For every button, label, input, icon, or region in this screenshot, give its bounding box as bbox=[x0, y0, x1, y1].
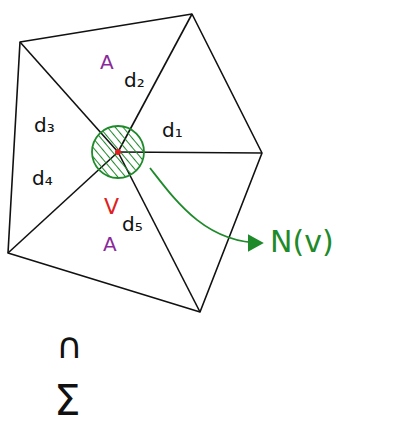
region-label: d₂ bbox=[124, 70, 145, 90]
neighborhood-disc bbox=[92, 126, 144, 178]
region-label: d₁ bbox=[162, 120, 183, 140]
area-label: A bbox=[100, 52, 114, 72]
neighborhood-label: N(v) bbox=[270, 227, 334, 257]
vertex-label: V bbox=[104, 196, 119, 218]
subset-symbol: ∩ bbox=[56, 328, 82, 364]
polygon-outline bbox=[8, 14, 262, 312]
leader-arrow bbox=[150, 168, 262, 243]
vertex-dot bbox=[115, 149, 121, 155]
region-label: d₄ bbox=[32, 168, 53, 188]
surface-symbol: Σ bbox=[54, 380, 81, 422]
region-label: d₅ bbox=[122, 214, 143, 234]
region-label: d₃ bbox=[34, 115, 55, 135]
area-label: A bbox=[103, 234, 117, 254]
